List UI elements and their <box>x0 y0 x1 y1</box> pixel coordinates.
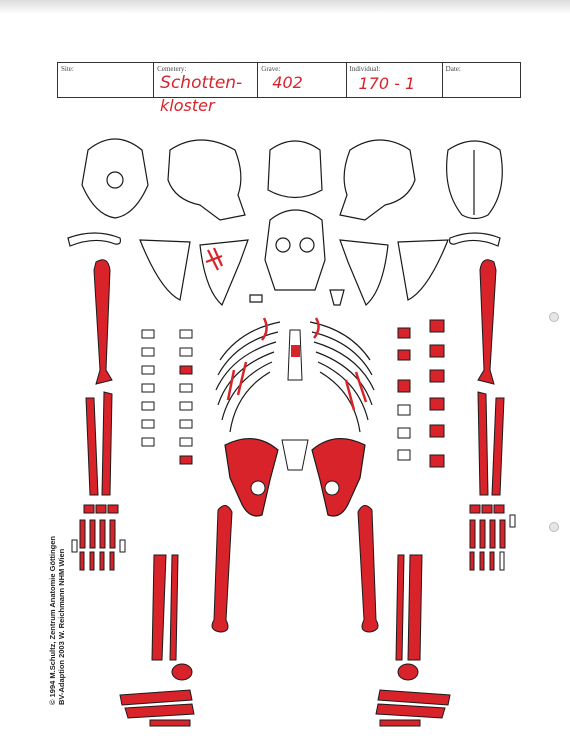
credit-line-1: © 1994 M.Schultz, Zentrum Anatomie Götti… <box>48 536 57 705</box>
sacrum <box>282 440 308 470</box>
clavicle-left <box>68 233 120 246</box>
skull-anterior <box>265 210 325 290</box>
fibula-right <box>396 555 404 660</box>
ulna-right <box>478 392 488 495</box>
humerus-right <box>478 260 496 384</box>
femur-right <box>358 505 378 632</box>
skull-posterior <box>268 141 322 198</box>
skull-right-lateral <box>340 140 415 220</box>
scapula-right-anterior <box>340 240 388 305</box>
scapula-right-posterior <box>398 240 448 300</box>
radius-left <box>86 398 98 495</box>
punch-hole-top <box>549 312 559 322</box>
scapula-left-anterior <box>200 240 248 305</box>
tibia-left <box>152 555 166 660</box>
skull-left-lateral <box>168 140 245 220</box>
ulna-left <box>102 392 112 495</box>
credit-line-2: BV-Adaption 2003 W. Reichmann NHM Wien <box>57 536 66 705</box>
os-coxae-right <box>312 439 365 516</box>
os-coxae-left <box>225 439 278 516</box>
femur-left <box>212 505 232 632</box>
copyright-credit: © 1994 M.Schultz, Zentrum Anatomie Götti… <box>48 536 66 705</box>
tibia-right <box>408 555 422 660</box>
scapula-left-posterior <box>140 240 190 300</box>
clavicle-right <box>450 233 500 246</box>
fibula-left <box>170 555 178 660</box>
punch-hole-bottom <box>549 522 559 532</box>
humerus-left <box>94 260 112 384</box>
radius-right <box>492 398 504 495</box>
